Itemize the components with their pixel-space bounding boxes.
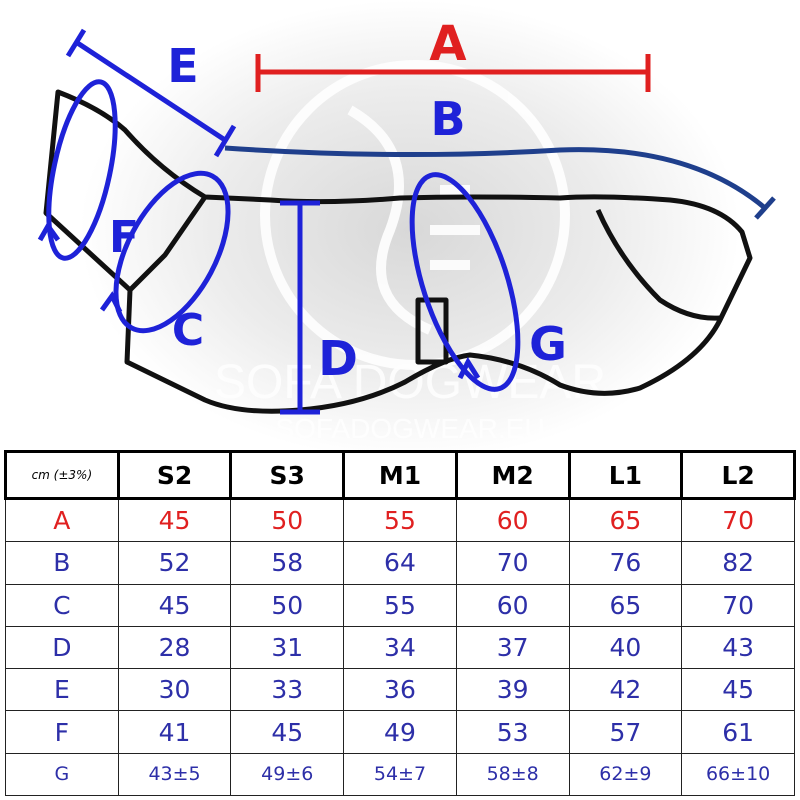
size-header: M2 bbox=[454, 450, 571, 500]
table-row-D: D 28 31 34 37 40 43 bbox=[5, 625, 795, 670]
table-cell: 70 bbox=[681, 497, 795, 543]
watermark-brand: SOFA DOGWEAR bbox=[214, 356, 606, 409]
size-header: S2 bbox=[116, 450, 233, 500]
table-cell: 76 bbox=[568, 541, 683, 585]
measure-A bbox=[255, 54, 651, 92]
table-row-E: E 30 33 36 39 42 45 bbox=[5, 668, 795, 712]
table-cell: 45 bbox=[117, 497, 232, 543]
row-label: F bbox=[5, 710, 119, 754]
table-cell: 70 bbox=[455, 541, 570, 585]
table-cell: 30 bbox=[117, 668, 232, 712]
table-cell: 39 bbox=[455, 668, 570, 712]
table-cell: 42 bbox=[568, 668, 683, 712]
row-label: G bbox=[5, 752, 119, 797]
table-cell: 66±10 bbox=[681, 752, 795, 797]
table-cell: 50 bbox=[230, 497, 345, 543]
table-cell: 55 bbox=[343, 583, 457, 627]
table-cell: 36 bbox=[343, 668, 457, 712]
table-row-C: C 45 50 55 60 65 70 bbox=[5, 583, 795, 627]
dog-coat-outline bbox=[43, 89, 753, 414]
measure-G bbox=[409, 172, 521, 392]
size-header: L1 bbox=[567, 450, 684, 500]
row-label: B bbox=[5, 541, 119, 585]
table-cell: 33 bbox=[230, 668, 345, 712]
table-cell: 49±6 bbox=[230, 752, 345, 797]
table-cell: 65 bbox=[568, 497, 683, 543]
table-row-A: A 45 50 55 60 65 70 bbox=[5, 497, 795, 543]
table-cell: 53 bbox=[455, 710, 570, 754]
table-row-B: B 52 58 64 70 76 82 bbox=[5, 541, 795, 585]
table-cell: 60 bbox=[455, 583, 570, 627]
table-cell: 57 bbox=[568, 710, 683, 754]
table-cell: 43 bbox=[681, 625, 795, 670]
row-label: E bbox=[5, 668, 119, 712]
row-label: C bbox=[5, 583, 119, 627]
table-cell: 60 bbox=[455, 497, 570, 543]
measure-E bbox=[65, 28, 237, 158]
table-cell: 45 bbox=[681, 668, 795, 712]
table-cell: 45 bbox=[230, 710, 345, 754]
table-cell: 55 bbox=[343, 497, 457, 543]
measure-F bbox=[37, 79, 118, 261]
row-label: D bbox=[5, 625, 119, 670]
table-cell: 49 bbox=[343, 710, 457, 754]
size-header-row: cm (±3%) S2 S3 M1 M2 L1 L2 bbox=[4, 450, 796, 500]
table-cell: 65 bbox=[568, 583, 683, 627]
measure-D bbox=[280, 200, 320, 415]
table-cell: 82 bbox=[681, 541, 795, 585]
table-cell: 45 bbox=[117, 583, 232, 627]
table-cell: 58±8 bbox=[455, 752, 570, 797]
table-cell: 52 bbox=[117, 541, 232, 585]
table-cell: 43±5 bbox=[117, 752, 232, 797]
table-cell: 40 bbox=[568, 625, 683, 670]
label-C: C bbox=[172, 305, 204, 356]
label-A: A bbox=[429, 16, 466, 72]
row-label: A bbox=[5, 497, 119, 543]
measurement-diagram: SOFA DOGWEAR SOFADOGWEAR.EU A B E F C D bbox=[37, 0, 776, 450]
table-cell: 50 bbox=[230, 583, 345, 627]
table-cell: 28 bbox=[117, 625, 232, 670]
watermark-logo bbox=[260, 60, 570, 370]
unit-label: cm (±3%) bbox=[4, 450, 120, 500]
table-cell: 37 bbox=[455, 625, 570, 670]
table-cell: 31 bbox=[230, 625, 345, 670]
measure-B bbox=[224, 145, 776, 220]
size-header: L2 bbox=[680, 450, 796, 500]
table-cell: 34 bbox=[343, 625, 457, 670]
table-row-G: G 43±5 49±6 54±7 58±8 62±9 66±10 bbox=[5, 752, 795, 797]
size-header: M1 bbox=[342, 450, 458, 500]
size-chart-table: cm (±3%) S2 S3 M1 M2 L1 L2 A 45 50 55 60… bbox=[4, 450, 796, 797]
table-cell: 70 bbox=[681, 583, 795, 627]
watermark-url: SOFADOGWEAR.EU bbox=[275, 413, 544, 444]
size-header: S3 bbox=[229, 450, 346, 500]
table-cell: 61 bbox=[681, 710, 795, 754]
label-D: D bbox=[318, 331, 358, 387]
table-cell: 62±9 bbox=[568, 752, 683, 797]
table-cell: 64 bbox=[343, 541, 457, 585]
label-B: B bbox=[430, 92, 465, 146]
table-cell: 54±7 bbox=[343, 752, 457, 797]
label-G: G bbox=[529, 317, 567, 371]
table-row-F: F 41 45 49 53 57 61 bbox=[5, 710, 795, 754]
table-cell: 41 bbox=[117, 710, 232, 754]
measure-C bbox=[99, 170, 231, 334]
table-cell: 58 bbox=[230, 541, 345, 585]
label-E: E bbox=[167, 39, 198, 93]
